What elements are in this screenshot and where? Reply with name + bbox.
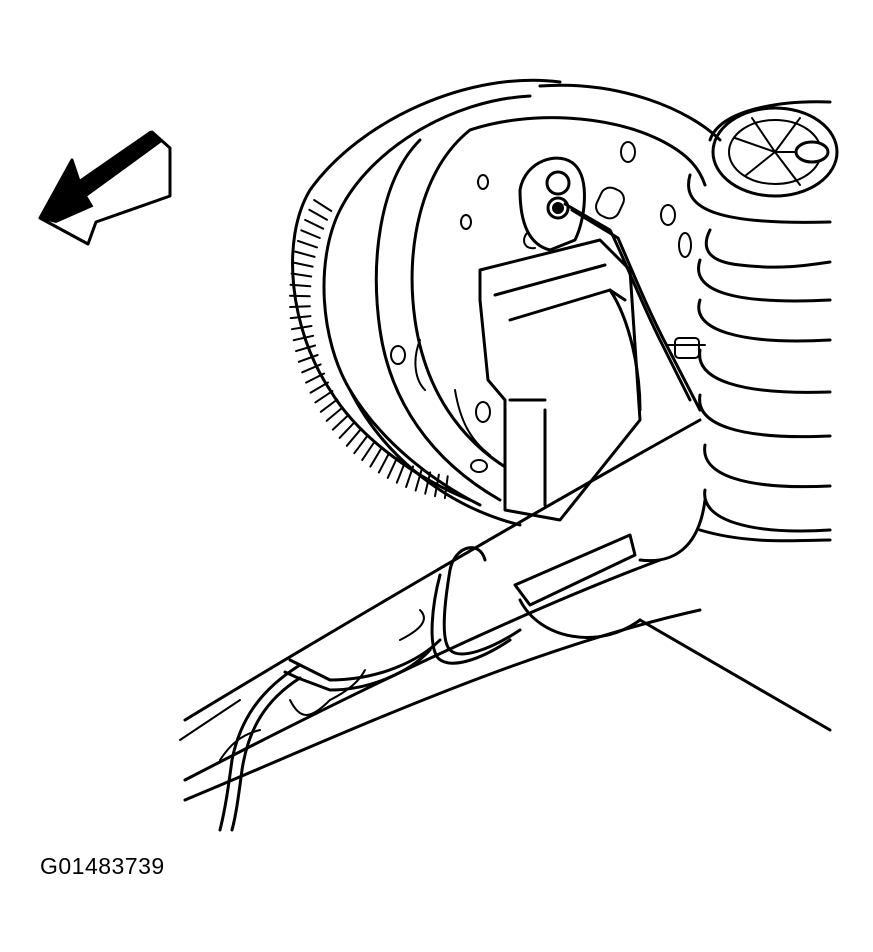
drum-rib [300, 229, 321, 239]
drum-rib [289, 283, 312, 288]
drum-rib [313, 199, 333, 212]
front-direction-arrow-icon [38, 130, 172, 246]
drum-rib [289, 294, 311, 298]
drum-rib [309, 381, 329, 394]
brake-drum [289, 78, 722, 527]
drum-rib [290, 272, 313, 278]
drum-rib [295, 344, 317, 353]
drum-rib [292, 261, 314, 268]
axle-bracket [478, 238, 642, 522]
drum-rib [345, 428, 362, 447]
drum-rib [314, 390, 334, 404]
drum-rib [289, 305, 311, 308]
drum-rib [353, 435, 368, 455]
brake-backing-plate [374, 116, 707, 502]
sensor-harness [218, 546, 522, 832]
drum-rib [395, 461, 406, 484]
drum-rib [361, 441, 375, 462]
drum-rib [386, 457, 398, 479]
drum-rib [305, 372, 326, 384]
coil-spring [687, 100, 839, 533]
drum-rib [369, 447, 383, 468]
drum-rib-pattern [289, 199, 449, 500]
sensor-wire [563, 202, 706, 412]
drum-rib [414, 468, 423, 492]
drum-rib [331, 414, 349, 431]
drum-rib [304, 218, 325, 230]
drum-rib [377, 452, 390, 474]
trailing-arm [179, 418, 832, 802]
drum-rib [289, 315, 312, 320]
drum-rib [297, 354, 319, 363]
figure-code: G01483739 [40, 853, 165, 879]
drum-rib [325, 406, 344, 422]
wheel-speed-sensor-mount [518, 156, 625, 252]
drum-rib [308, 208, 328, 221]
drum-rib [434, 473, 440, 498]
drum-rib [319, 398, 339, 413]
drum-rib [297, 239, 318, 249]
drum-rib [290, 325, 313, 331]
drum-rib [301, 363, 322, 374]
drum-rib [294, 250, 316, 258]
drum-rib [338, 421, 355, 439]
drum-rib [292, 334, 315, 342]
